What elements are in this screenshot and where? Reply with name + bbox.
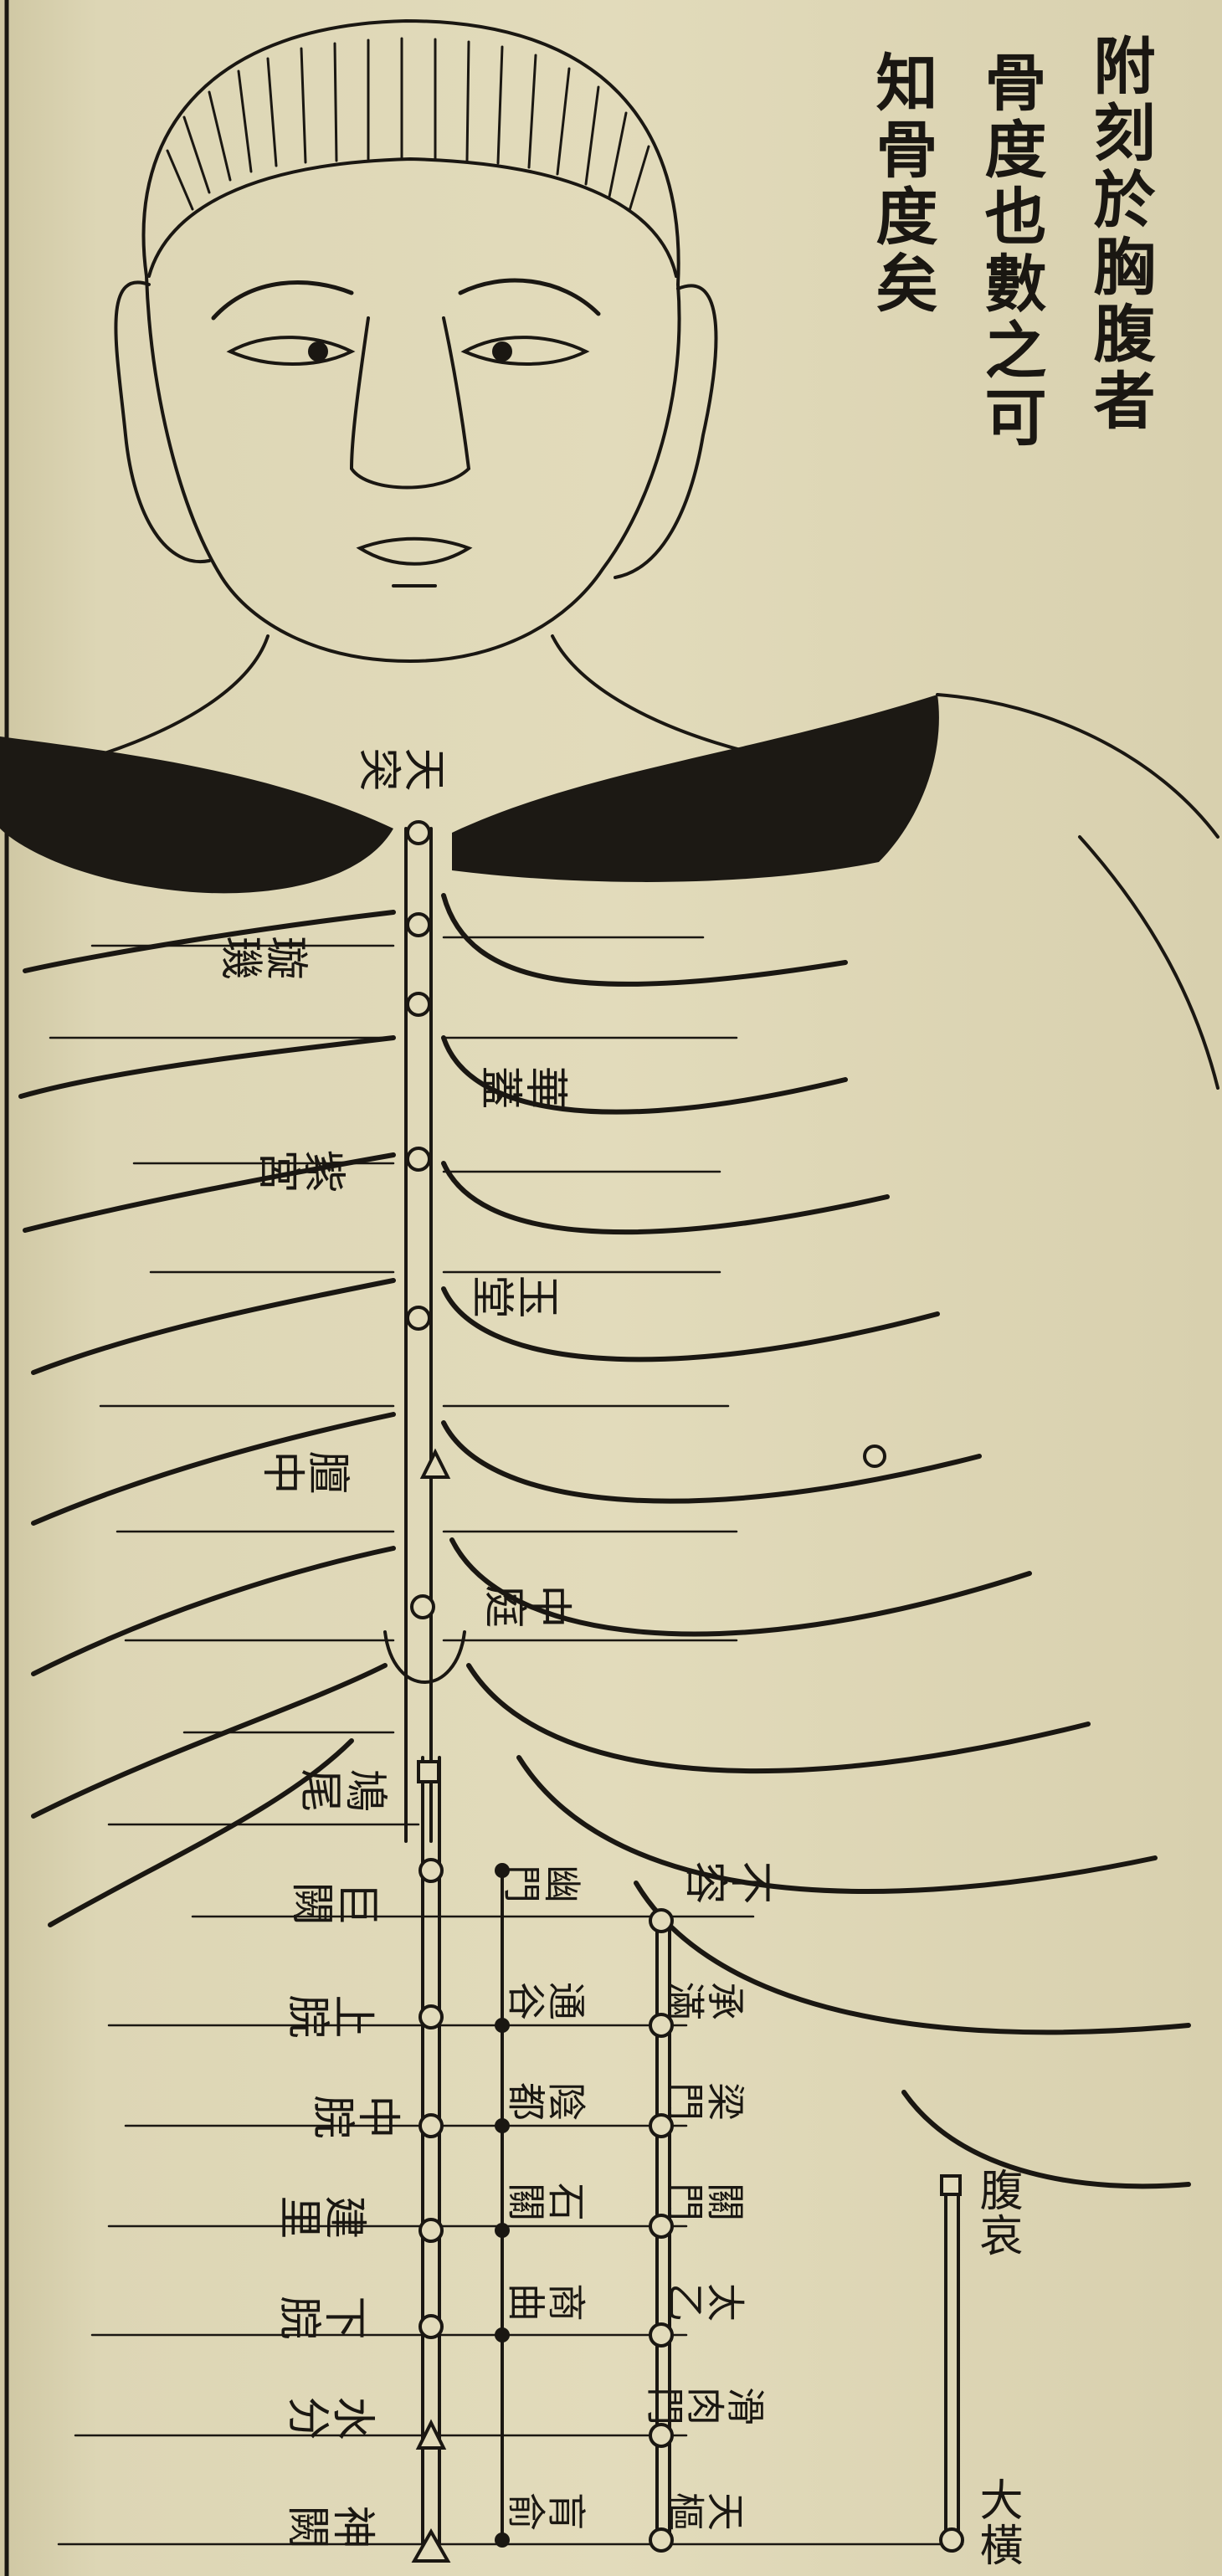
label-shuifen: 水分: [286, 2392, 377, 2435]
label-burong: 不容: [684, 1856, 774, 1900]
right-arm-line: [1080, 837, 1218, 1088]
point-zhongwan: [420, 2115, 442, 2137]
label-liangmen: 梁門: [665, 2080, 746, 2118]
point-stomach-5: [650, 2324, 672, 2346]
point-fuai: [942, 2176, 960, 2194]
label-tonggu: 通谷: [506, 1979, 587, 2018]
hairline: [149, 159, 676, 276]
label-guanmen: 關門: [665, 2180, 746, 2219]
annotation-col-2: 骨度也數之可: [979, 50, 1041, 452]
annotation-col-1: 附刻於胸腹者: [1088, 33, 1150, 435]
label-shangwan: 上脘: [286, 1990, 377, 2034]
nipple: [865, 1446, 885, 1466]
point-huagai: [408, 993, 429, 1015]
point-stomach-7: [650, 2529, 672, 2551]
label-jiuwei: 鳩尾: [299, 1764, 389, 1808]
left-ear: [116, 282, 209, 562]
right-pupil: [494, 343, 511, 360]
label-tianshu: 天樞: [665, 2490, 746, 2528]
label-huangshu: 肓俞: [506, 2490, 587, 2528]
label-yutang: 玉堂: [470, 1270, 561, 1314]
label-shanzhong: 膻中: [261, 1446, 352, 1490]
point-juque: [420, 1860, 442, 1881]
label-shiguan: 石關: [506, 2180, 587, 2219]
annotation-col-3: 知骨度矣: [870, 50, 932, 318]
point-zigong: [408, 1148, 429, 1170]
nose: [352, 318, 469, 488]
point-xiawan: [420, 2316, 442, 2337]
point-daheng: [941, 2529, 963, 2551]
label-tiantu: 天突: [357, 743, 448, 787]
label-huaroumen: 滑肉門: [645, 2384, 766, 2423]
point-shenque: [414, 2532, 448, 2561]
label-jianli: 建里: [278, 2191, 368, 2235]
left-brow: [213, 283, 352, 318]
left-eye: [230, 337, 352, 364]
point-shiguan: [495, 2223, 510, 2238]
point-xuanji: [408, 914, 429, 936]
right-clavicle: [452, 695, 939, 882]
point-shangwan: [420, 2006, 442, 2028]
label-xuanji: 璇璣: [219, 931, 310, 975]
label-fuai: 腹哀: [975, 2168, 1019, 2258]
neck-right: [552, 636, 753, 753]
left-clavicle: [0, 736, 393, 893]
point-jianli: [420, 2219, 442, 2241]
point-tiantu: [408, 822, 429, 844]
label-shenque: 神闕: [286, 2501, 377, 2544]
label-zigong: 紫宮: [257, 1145, 347, 1188]
label-huagai: 華蓋: [479, 1061, 569, 1105]
point-stomach-1: [650, 1910, 672, 1932]
right-eye: [465, 337, 586, 364]
point-stomach-6: [650, 2425, 672, 2446]
label-shangqu: 商曲: [506, 2281, 587, 2319]
point-jiuwei: [418, 1762, 439, 1782]
label-juque: 巨闕: [290, 1877, 381, 1921]
left-pupil: [310, 343, 326, 360]
right-brow: [460, 280, 598, 314]
point-huangshu: [495, 2532, 510, 2548]
point-shangqu: [495, 2327, 510, 2343]
label-daheng: 大橫: [975, 2477, 1019, 2568]
label-chengman: 承滿: [665, 1979, 746, 2018]
label-zhongwan: 中脘: [311, 2091, 402, 2134]
label-zhongting: 中庭: [483, 1580, 573, 1624]
mouth: [360, 539, 469, 564]
point-zhongting: [412, 1596, 434, 1618]
label-xiawan: 下脘: [278, 2291, 368, 2335]
right-shoulder-line: [937, 695, 1218, 837]
neck-left: [92, 636, 268, 757]
label-taiyi: 太乙: [665, 2281, 746, 2319]
point-shanzhong: [423, 1452, 448, 1477]
label-yindu: 陰都: [506, 2080, 587, 2118]
label-youmen: 幽門: [502, 1862, 583, 1901]
point-yutang: [408, 1307, 429, 1329]
